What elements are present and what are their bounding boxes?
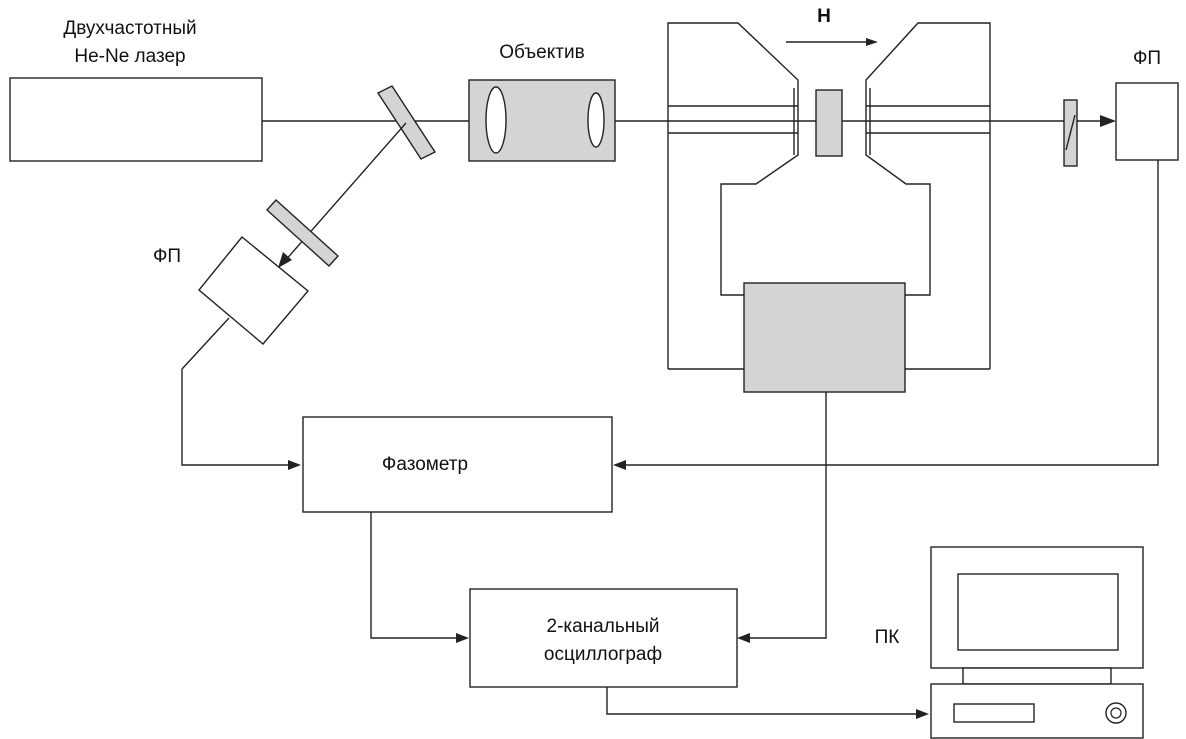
wire-right-fp-arrowhead (613, 460, 626, 470)
electromagnet (667, 22, 991, 370)
sample (815, 89, 843, 157)
polarizer-right-axis (1065, 114, 1076, 151)
wire-left-fp-arrowhead (288, 460, 301, 470)
photodetector-right (1115, 82, 1179, 161)
photodetector-left-label: ФП (153, 246, 181, 267)
field-arrowhead (866, 38, 878, 46)
beam-splitter (376, 85, 437, 160)
phasemeter-box (302, 416, 613, 513)
laser-box (9, 77, 263, 162)
reflected-beam-arrowhead (278, 252, 292, 268)
oscilloscope-label-line1: 2-канальный (547, 616, 660, 637)
wire-supply-to-oscilloscope (750, 392, 827, 639)
field-label: H (817, 6, 831, 27)
wire-right-fp-to-phasemeter (626, 160, 1159, 466)
oscilloscope-box (469, 588, 738, 688)
laser-label-line1: Двухчастотный (63, 18, 196, 39)
magnet-power-supply (743, 282, 906, 393)
wire-pc-arrowhead (916, 709, 929, 719)
objective-lens-1 (485, 86, 507, 154)
polarizer-left (266, 199, 339, 267)
objective-label: Объектив (499, 42, 584, 63)
photodetector-left (198, 236, 309, 345)
pc-label: ПК (875, 627, 900, 648)
wire-left-fp-to-phasemeter (181, 369, 288, 466)
wire-phasemeter-to-oscilloscope (370, 512, 456, 639)
objective-lens-2 (587, 92, 605, 148)
pc-icon (930, 546, 1144, 739)
phasemeter-label: Фазометр (382, 454, 468, 475)
wire-oscilloscope-to-pc (606, 687, 916, 715)
photodetector-right-label: ФП (1133, 48, 1161, 69)
wire-supply-arrowhead (737, 633, 750, 643)
oscilloscope-label-line2: осциллограф (544, 644, 662, 665)
wire-left-fp-stub (181, 317, 230, 370)
beam-arrowhead (1100, 115, 1116, 127)
laser-label-line2: He-Ne лазер (74, 46, 185, 67)
wire-phasemeter-arrowhead (456, 633, 469, 643)
